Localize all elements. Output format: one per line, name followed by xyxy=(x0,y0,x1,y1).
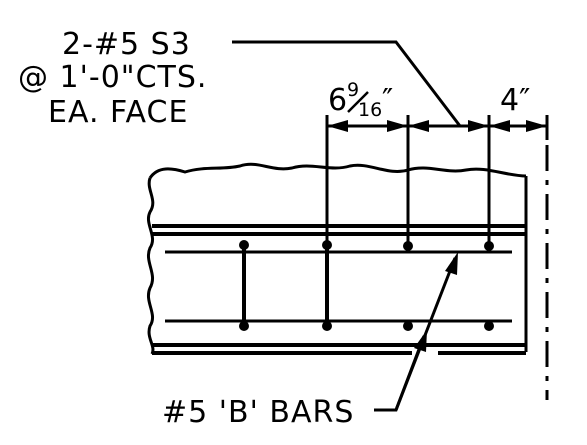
dimension-left-numerator: 9 xyxy=(347,79,359,101)
b-bar-dots xyxy=(239,240,494,331)
bottom-deck-lines xyxy=(152,343,526,355)
callout-top-line2: @ 1'-0"CTS. xyxy=(18,60,207,95)
callout-bottom-arrowheads xyxy=(414,252,458,352)
dimension-line xyxy=(325,115,549,248)
callout-bottom-label: #5 'B' BARS xyxy=(162,395,354,430)
dimension-left-inch-mark: ″ xyxy=(382,83,393,118)
dimension-right: 4″ xyxy=(500,83,530,118)
slab-outline xyxy=(147,162,528,355)
dimension-left-denominator: 16 xyxy=(358,99,382,121)
dimension-left-whole: 6 xyxy=(328,83,347,118)
longitudinal-bars xyxy=(165,250,512,323)
top-deck-lines xyxy=(152,224,526,236)
dimension-left: 6 9 16 ″ xyxy=(328,79,393,121)
callout-top-line3: EA. FACE xyxy=(48,95,188,130)
callout-bottom-leaders xyxy=(374,257,457,412)
stirrup-bars xyxy=(242,245,329,327)
callout-top-line1: 2-#5 S3 xyxy=(62,27,191,62)
callout-top-leader xyxy=(232,40,462,127)
